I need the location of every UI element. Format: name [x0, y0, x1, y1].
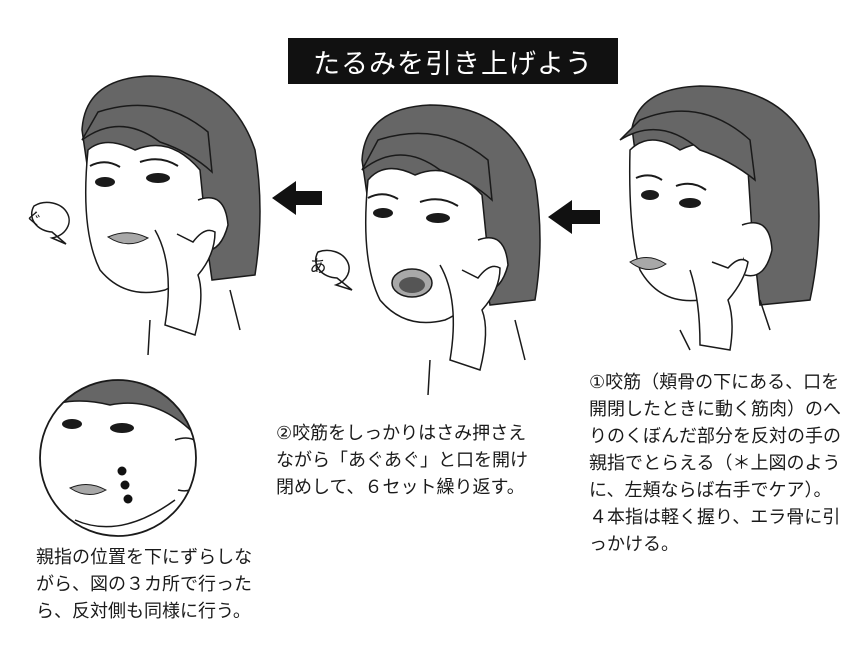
- eyebrows: [367, 193, 459, 207]
- neck-lines: [147, 289, 241, 356]
- bangs-shape: [81, 104, 213, 174]
- page-title: たるみを引き上げよう: [288, 38, 618, 84]
- eye-left: [62, 419, 82, 429]
- jawline: [74, 499, 176, 528]
- page-title-text: たるみを引き上げよう: [313, 48, 593, 80]
- eye-right: [146, 173, 170, 183]
- eye-left: [95, 177, 115, 187]
- arrow-left-icon: [272, 181, 322, 215]
- speech-bubble-gu-text: ぐ: [25, 210, 43, 230]
- bangs-shape: [361, 132, 493, 202]
- hand: [439, 264, 501, 371]
- position-note: 親指の位置を下にずらしながら、図の３カ所で行ったら、反対側も同様に行う。: [36, 547, 253, 622]
- face-step1: [619, 85, 820, 351]
- point-marker: [123, 494, 133, 504]
- face-step2: [361, 104, 541, 396]
- step2-instructions: ②咬筋をしっかりはさみ押さえながら「あぐあぐ」と口を開け閉めして、６セット繰り返…: [276, 423, 528, 498]
- speech-bubble-gu: [30, 201, 70, 245]
- lips: [629, 257, 667, 270]
- ear: [174, 437, 196, 492]
- bangs-shape: [619, 110, 756, 182]
- eye-right: [426, 213, 450, 223]
- mouth-inner: [399, 277, 425, 293]
- arrow-left-icon: [548, 200, 600, 234]
- neck-lines: [679, 299, 771, 351]
- hand: [154, 229, 216, 336]
- circle-border: [39, 379, 197, 537]
- ear: [741, 222, 773, 277]
- eye-left: [641, 190, 659, 200]
- neck-lines: [427, 319, 526, 396]
- face-result: [81, 75, 261, 356]
- eye-right: [110, 423, 134, 433]
- hand: [689, 258, 749, 351]
- eye-right: [679, 198, 701, 208]
- speech-bubble-a: [314, 249, 353, 291]
- speech-bubble-a-text: あ: [309, 257, 327, 277]
- lips: [68, 484, 108, 495]
- eyebrows: [89, 158, 179, 168]
- step1-instructions: ①咬筋（頬骨の下にある、口を開閉したときに動く筋肉）のへりのくぼんだ部分を反対の…: [589, 372, 841, 555]
- point-marker: [120, 480, 130, 490]
- point-marker: [117, 466, 127, 476]
- eye-left: [373, 208, 393, 218]
- eyebrows: [635, 174, 707, 191]
- closeup-circle: [39, 379, 197, 537]
- lips: [106, 232, 150, 245]
